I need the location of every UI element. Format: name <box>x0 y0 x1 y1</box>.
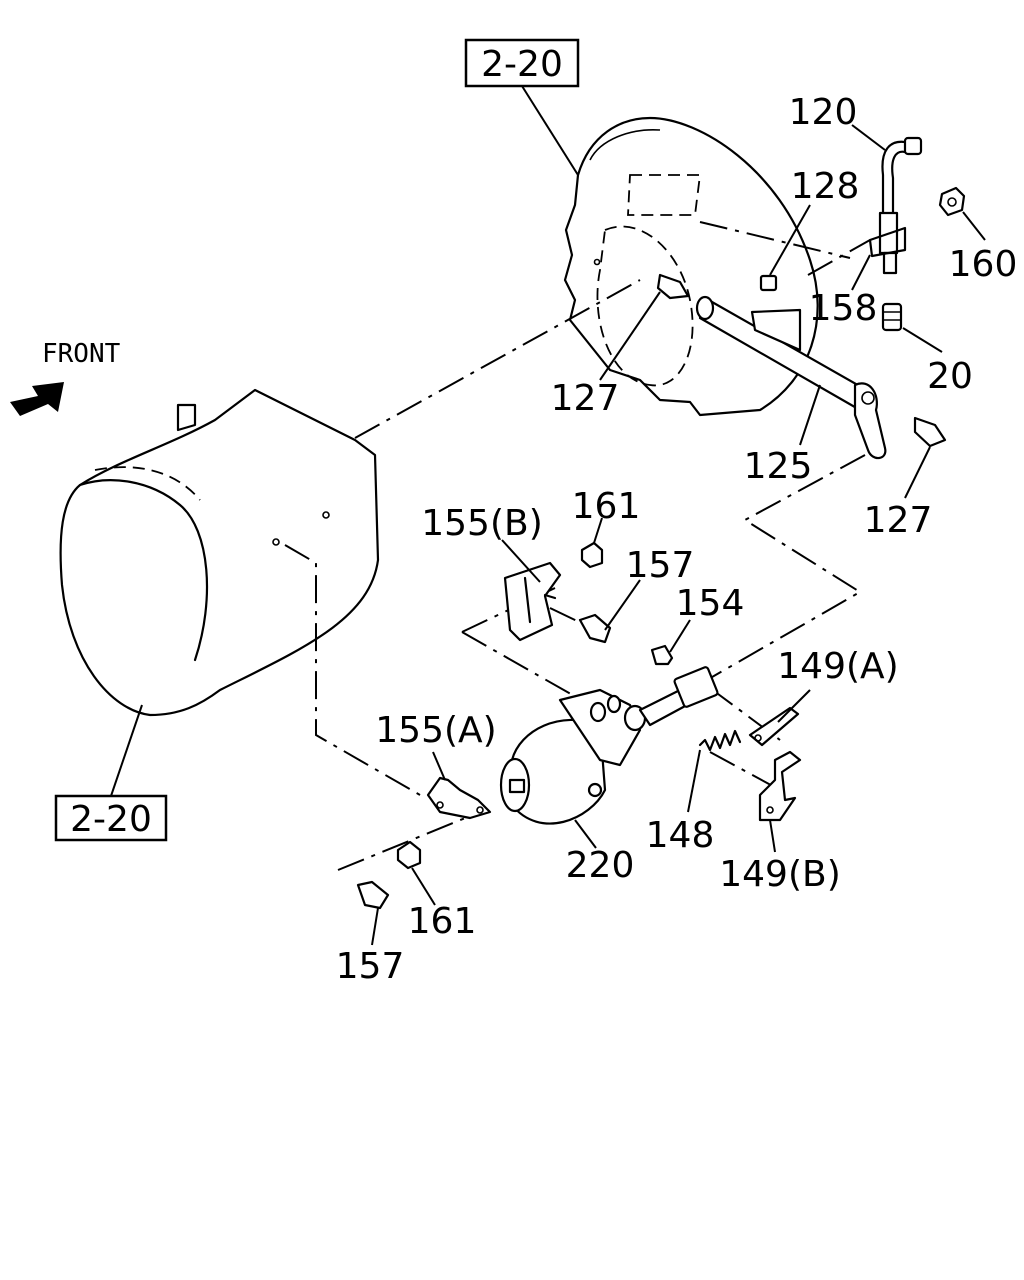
front-label: FRONT <box>42 339 121 369</box>
part-161-nut-upper[interactable] <box>580 517 604 569</box>
transmission-case <box>59 388 380 717</box>
label-161-upper: 161 <box>572 486 641 527</box>
part-155a-bracket[interactable] <box>426 751 492 820</box>
part-220-cylinder[interactable] <box>499 666 719 849</box>
part-158-clip[interactable] <box>851 226 907 291</box>
label-149b: 149(B) <box>719 854 841 895</box>
part-128-pad[interactable] <box>759 204 811 292</box>
label-154: 154 <box>676 583 745 624</box>
label-20: 20 <box>927 356 973 397</box>
part-125-shaft[interactable] <box>695 295 887 460</box>
svg-text:2-20: 2-20 <box>481 44 563 85</box>
part-154-pin[interactable] <box>650 619 691 666</box>
label-160: 160 <box>949 244 1018 285</box>
part-161-nut-lower[interactable] <box>396 840 436 906</box>
part-149a-plate[interactable] <box>748 689 811 747</box>
label-148: 148 <box>646 815 715 856</box>
part-157-bolt-upper[interactable] <box>578 579 641 644</box>
part-148-spring[interactable] <box>687 729 742 813</box>
label-157-upper: 157 <box>626 545 695 586</box>
reference-box-bottom[interactable]: 2-20 <box>54 794 168 842</box>
label-157-lower: 157 <box>336 946 405 987</box>
reference-box-top[interactable]: 2-20 <box>464 38 580 88</box>
part-160-nut[interactable] <box>938 186 986 241</box>
part-149b-bracket[interactable] <box>758 750 802 853</box>
label-127-upper: 127 <box>551 378 620 419</box>
part-labels: 120 128 160 158 20 127 125 127 155(B) 16… <box>336 92 1018 987</box>
part-155b-bracket[interactable] <box>501 539 562 642</box>
part-127-fitting-upper[interactable] <box>599 273 690 381</box>
svg-text:2-20: 2-20 <box>70 799 152 840</box>
part-157-bolt-lower[interactable] <box>356 880 390 946</box>
label-155b: 155(B) <box>421 503 543 544</box>
label-155a: 155(A) <box>375 710 496 751</box>
front-arrow-icon <box>10 382 64 416</box>
label-125: 125 <box>744 446 813 487</box>
label-158: 158 <box>809 288 878 329</box>
label-120: 120 <box>789 92 858 133</box>
part-20-fitting[interactable] <box>881 302 943 353</box>
assembly-guide-lines <box>284 221 871 871</box>
label-161-lower: 161 <box>408 901 477 942</box>
label-149a: 149(A) <box>777 646 898 687</box>
clutch-housing <box>563 116 819 417</box>
label-127-lower: 127 <box>864 500 933 541</box>
label-220: 220 <box>566 845 635 886</box>
label-128: 128 <box>791 166 860 207</box>
part-127-fitting-lower[interactable] <box>904 416 947 499</box>
part-120-pipe[interactable] <box>851 124 923 275</box>
